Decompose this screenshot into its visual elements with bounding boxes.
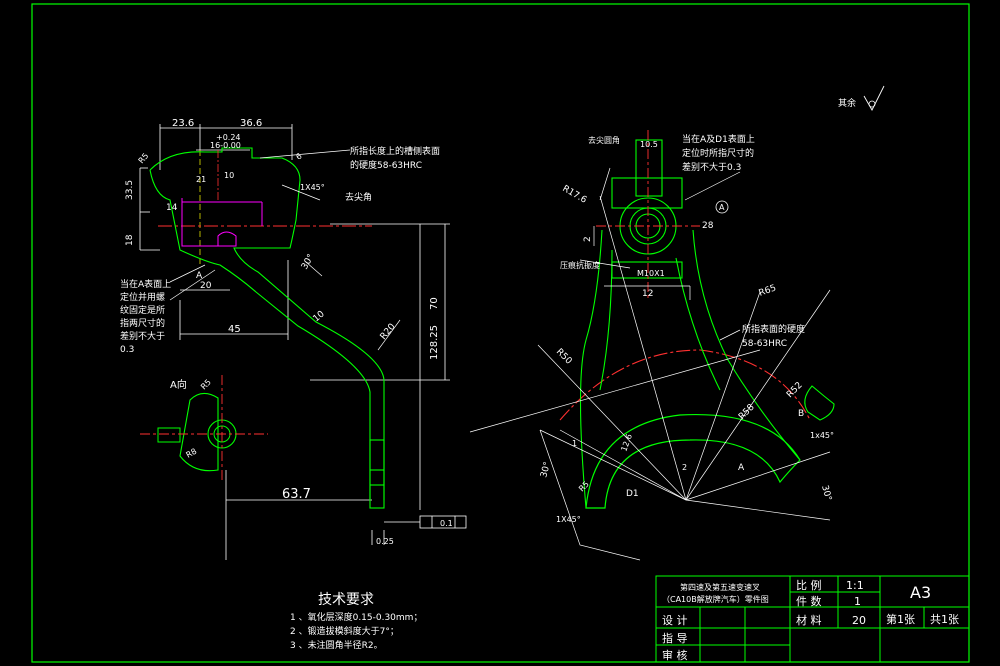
note-chamfer-left: 1X45° xyxy=(556,515,581,524)
part-title-1: 第四速及第五速变速叉 xyxy=(680,582,760,592)
note-a-surface-2: 定位并用螺 xyxy=(120,291,165,303)
note-a-surface-1: 当在A表面上 xyxy=(120,278,171,290)
dim-r65: R65 xyxy=(758,283,778,298)
note-surface: 压痕抗振度 xyxy=(560,260,600,270)
dim-70: 70 xyxy=(429,297,440,310)
dim-33-5: 33.5 xyxy=(125,180,135,200)
dim-36-6: 36.6 xyxy=(240,118,262,129)
dim-20: 20 xyxy=(200,281,212,291)
note-a-surface-4: 指两尺寸的 xyxy=(120,317,165,329)
dim-21: 21 xyxy=(196,175,206,184)
note-ad1-3: 差别不大于0.3 xyxy=(682,161,741,173)
dim-r20: R20 xyxy=(379,322,398,342)
note-hardness-1: 所指表面的硬度 xyxy=(742,323,805,335)
tech-item-1: 1 、氧化层深度0.15-0.30mm； xyxy=(290,611,422,623)
a-view-r5: R5 xyxy=(199,378,213,392)
dim-1: 1 xyxy=(572,439,577,448)
sheet-no: 第1张 xyxy=(886,612,915,626)
dim-128-25: 128.25 xyxy=(429,325,440,360)
ratio-value: 1:1 xyxy=(846,579,864,592)
a-view-label: A向 xyxy=(170,378,187,391)
label-a-circle: A xyxy=(719,203,725,212)
dim-r5-top: R5 xyxy=(137,151,151,165)
surface-finish-mark: 其余 xyxy=(838,85,885,111)
dim-r52: R52 xyxy=(785,381,805,401)
dim-12: 12 xyxy=(642,289,653,299)
note-a-surface-3: 纹固定是所 xyxy=(120,304,165,316)
flatness-tol: 0.1 xyxy=(440,519,453,528)
dim-63-7: 63.7 xyxy=(282,487,311,502)
dim-23-6: 23.6 xyxy=(172,118,194,129)
left-main-view: 23.6 36.6 +0.24 16-0.00 10 21 33.5 18 14… xyxy=(120,118,467,560)
guide-label: 指 导 xyxy=(662,631,688,645)
part-title-2: （CA10B解放牌汽车）零件图 xyxy=(662,594,769,604)
note-a-surface-6: 0.3 xyxy=(120,345,134,355)
note-ad1-1: 当在A及D1表面上 xyxy=(682,133,755,145)
dim-r50: R50 xyxy=(554,347,574,367)
count-value: 1 xyxy=(854,595,861,608)
design-label: 设 计 xyxy=(662,614,688,627)
count-label: 件 数 xyxy=(796,595,822,608)
tech-heading: 技术要求 xyxy=(318,592,374,608)
review-label: 审 核 xyxy=(662,648,688,662)
a-direction-view: A向 R5 R8 xyxy=(140,375,268,480)
dim-10b: 10 xyxy=(312,309,327,324)
label-b: B xyxy=(798,409,804,419)
angle-30-right: 30° xyxy=(819,484,833,502)
dim-18: 18 xyxy=(125,234,135,246)
material-label: 材 料 xyxy=(796,613,822,627)
surface-note: 其余 xyxy=(838,97,856,109)
dim-2: 2 xyxy=(583,236,593,242)
note-hardness-2: 的硬度58-63HRC xyxy=(350,159,422,171)
dim-14: 14 xyxy=(166,203,178,213)
dim-6: 6 xyxy=(295,151,304,161)
title-block: 第四速及第五速变速叉 （CA10B解放牌汽车）零件图 比 例 1:1 件 数 1… xyxy=(655,575,970,663)
note-thread: M10X1 xyxy=(637,269,665,278)
note-hardness-2: 58-63HRC xyxy=(742,339,787,349)
dim-45: 45 xyxy=(228,324,241,335)
dim-10-5: 10.5 xyxy=(640,140,658,149)
ratio-label: 比 例 xyxy=(796,578,822,592)
note-hardness: 所指长度上的槽侧表面 xyxy=(350,145,440,157)
note-chamfer-2: 去尖角 xyxy=(345,191,372,203)
tech-item-2: 2 、锻造拔模斜度大于7°； xyxy=(290,625,399,637)
dim-10: 10 xyxy=(224,171,234,180)
dim-28: 28 xyxy=(702,221,714,231)
note-top-label: 去尖圆角 xyxy=(588,135,620,145)
note-a-surface-5: 差别不大于 xyxy=(120,330,165,342)
dim-r58: R58 xyxy=(737,402,757,422)
tol-upper: +0.24 xyxy=(216,133,241,142)
note-chamfer-right: 1x45° xyxy=(810,431,834,440)
tech-item-3: 3 、未注圆角半径R2。 xyxy=(290,639,383,651)
a-view-r8: R8 xyxy=(185,447,199,460)
tech-requirements: 技术要求 1 、氧化层深度0.15-0.30mm； 2 、锻造拔模斜度大于7°；… xyxy=(290,592,422,651)
note-chamfer: 1X45° xyxy=(300,183,325,192)
a-mark: A xyxy=(196,271,203,281)
tol-base: 16-0.00 xyxy=(210,141,241,150)
label-2: 2 xyxy=(682,463,687,472)
label-d1: D1 xyxy=(626,489,639,499)
label-a-right: A xyxy=(738,463,745,473)
dim-0-25: 0.25 xyxy=(376,537,394,546)
drawing-frame xyxy=(31,3,970,663)
note-ad1-2: 定位时所指尺寸的 xyxy=(682,147,754,159)
dim-r17-6: R17.6 xyxy=(561,184,589,206)
right-main-view: 去尖圆角 当在A及D1表面上 定位时所指尺寸的 差别不大于0.3 压痕抗振度 M… xyxy=(469,130,835,561)
angle-30-left: 30° xyxy=(539,461,553,479)
sheet-size: A3 xyxy=(910,583,931,602)
sheet-total: 共1张 xyxy=(930,613,959,626)
material-value: 20 xyxy=(852,614,866,627)
